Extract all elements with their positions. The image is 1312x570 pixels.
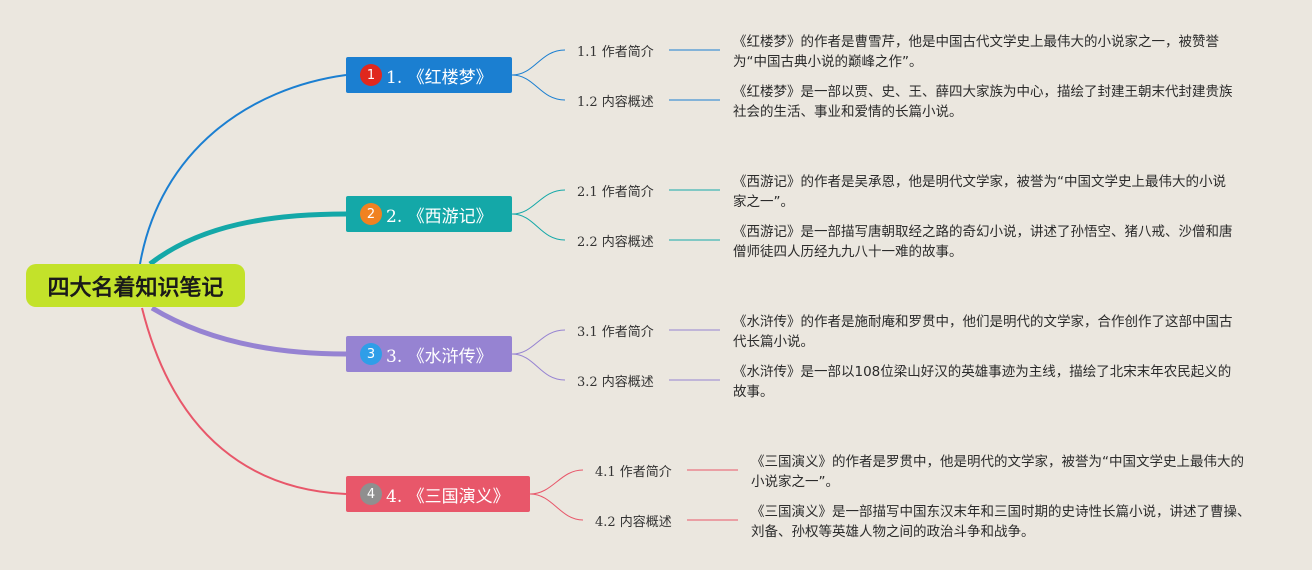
subtopic-2-1[interactable]: 2.1 作者简介	[577, 185, 654, 200]
branch-xiyouji[interactable]: 2 2. 《西游记》	[346, 196, 512, 232]
priority-4-icon: 4	[360, 483, 382, 505]
b3-sub1-link	[511, 329, 566, 355]
subtopic-1-1[interactable]: 1.1 作者简介	[577, 45, 654, 60]
priority-3-icon: 3	[360, 343, 382, 365]
subtopic-3-2[interactable]: 3.2 内容概述	[577, 375, 654, 390]
branch-label: 1. 《红楼梦》	[386, 67, 493, 88]
root-branch3-link	[150, 305, 347, 357]
branch-hongloumeng[interactable]: 1 1. 《红楼梦》	[346, 57, 512, 93]
b4-sub1-link	[529, 469, 584, 495]
branch-shuihuzhuan[interactable]: 3 3. 《水浒传》	[346, 336, 512, 372]
subtopic-4-2[interactable]: 4.2 内容概述	[595, 515, 672, 530]
detail-3-1[interactable]: 《水浒传》的作者是施耐庵和罗贯中，他们是明代的文学家，合作创作了这部中国古代长篇…	[733, 314, 1233, 350]
root-title: 四大名着知识笔记	[47, 275, 224, 301]
b1-sub2-link	[511, 74, 566, 101]
detail-1-1[interactable]: 《红楼梦》的作者是曹雪芹，他是中国古代文学史上最伟大的小说家之一，被赞誉为“中国…	[733, 34, 1219, 70]
branch-label: 3. 《水浒传》	[386, 346, 493, 367]
root-topic[interactable]: 四大名着知识笔记	[26, 264, 245, 307]
detail-2-2[interactable]: 《西游记》是一部描写唐朝取经之路的奇幻小说，讲述了孙悟空、猪八戒、沙僧和唐僧师徒…	[733, 224, 1233, 260]
b4-sub2-link	[529, 493, 584, 521]
root-branch1-link	[139, 74, 347, 265]
detail-2-1[interactable]: 《西游记》的作者是吴承恩，他是明代文学家，被誉为“中国文学史上最伟大的小说家之一…	[733, 174, 1226, 210]
branch-label: 4. 《三国演义》	[386, 486, 510, 507]
subtopic-3-1[interactable]: 3.1 作者简介	[577, 325, 654, 340]
b2-sub2-link	[511, 213, 566, 241]
branch-label: 2. 《西游记》	[386, 206, 493, 227]
subtopic-4-1[interactable]: 4.1 作者简介	[595, 465, 672, 480]
priority-2-icon: 2	[360, 203, 382, 225]
b1-sub1-link	[511, 49, 566, 76]
b3-sub2-link	[511, 353, 566, 381]
detail-4-2[interactable]: 《三国演义》是一部描写中国东汉末年和三国时期的史诗性长篇小说，讲述了曹操、刘备、…	[751, 504, 1251, 540]
detail-4-1[interactable]: 《三国演义》的作者是罗贯中，他是明代的文学家，被誉为“中国文学史上最伟大的小说家…	[751, 454, 1244, 490]
subtopic-2-2[interactable]: 2.2 内容概述	[577, 235, 654, 250]
root-branch4-link	[141, 307, 347, 495]
detail-1-2[interactable]: 《红楼梦》是一部以贾、史、王、薛四大家族为中心，描绘了封建王朝末代封建贵族社会的…	[733, 84, 1233, 120]
b2-sub1-link	[511, 189, 566, 215]
branch-sanguoyanyi[interactable]: 4 4. 《三国演义》	[346, 476, 530, 512]
detail-3-2[interactable]: 《水浒传》是一部以108位梁山好汉的英雄事迹为主线，描绘了北宋末年农民起义的故事…	[733, 364, 1232, 400]
root-branch2-link	[148, 211, 347, 266]
subtopic-1-2[interactable]: 1.2 内容概述	[577, 95, 654, 110]
priority-1-icon: 1	[360, 64, 382, 86]
